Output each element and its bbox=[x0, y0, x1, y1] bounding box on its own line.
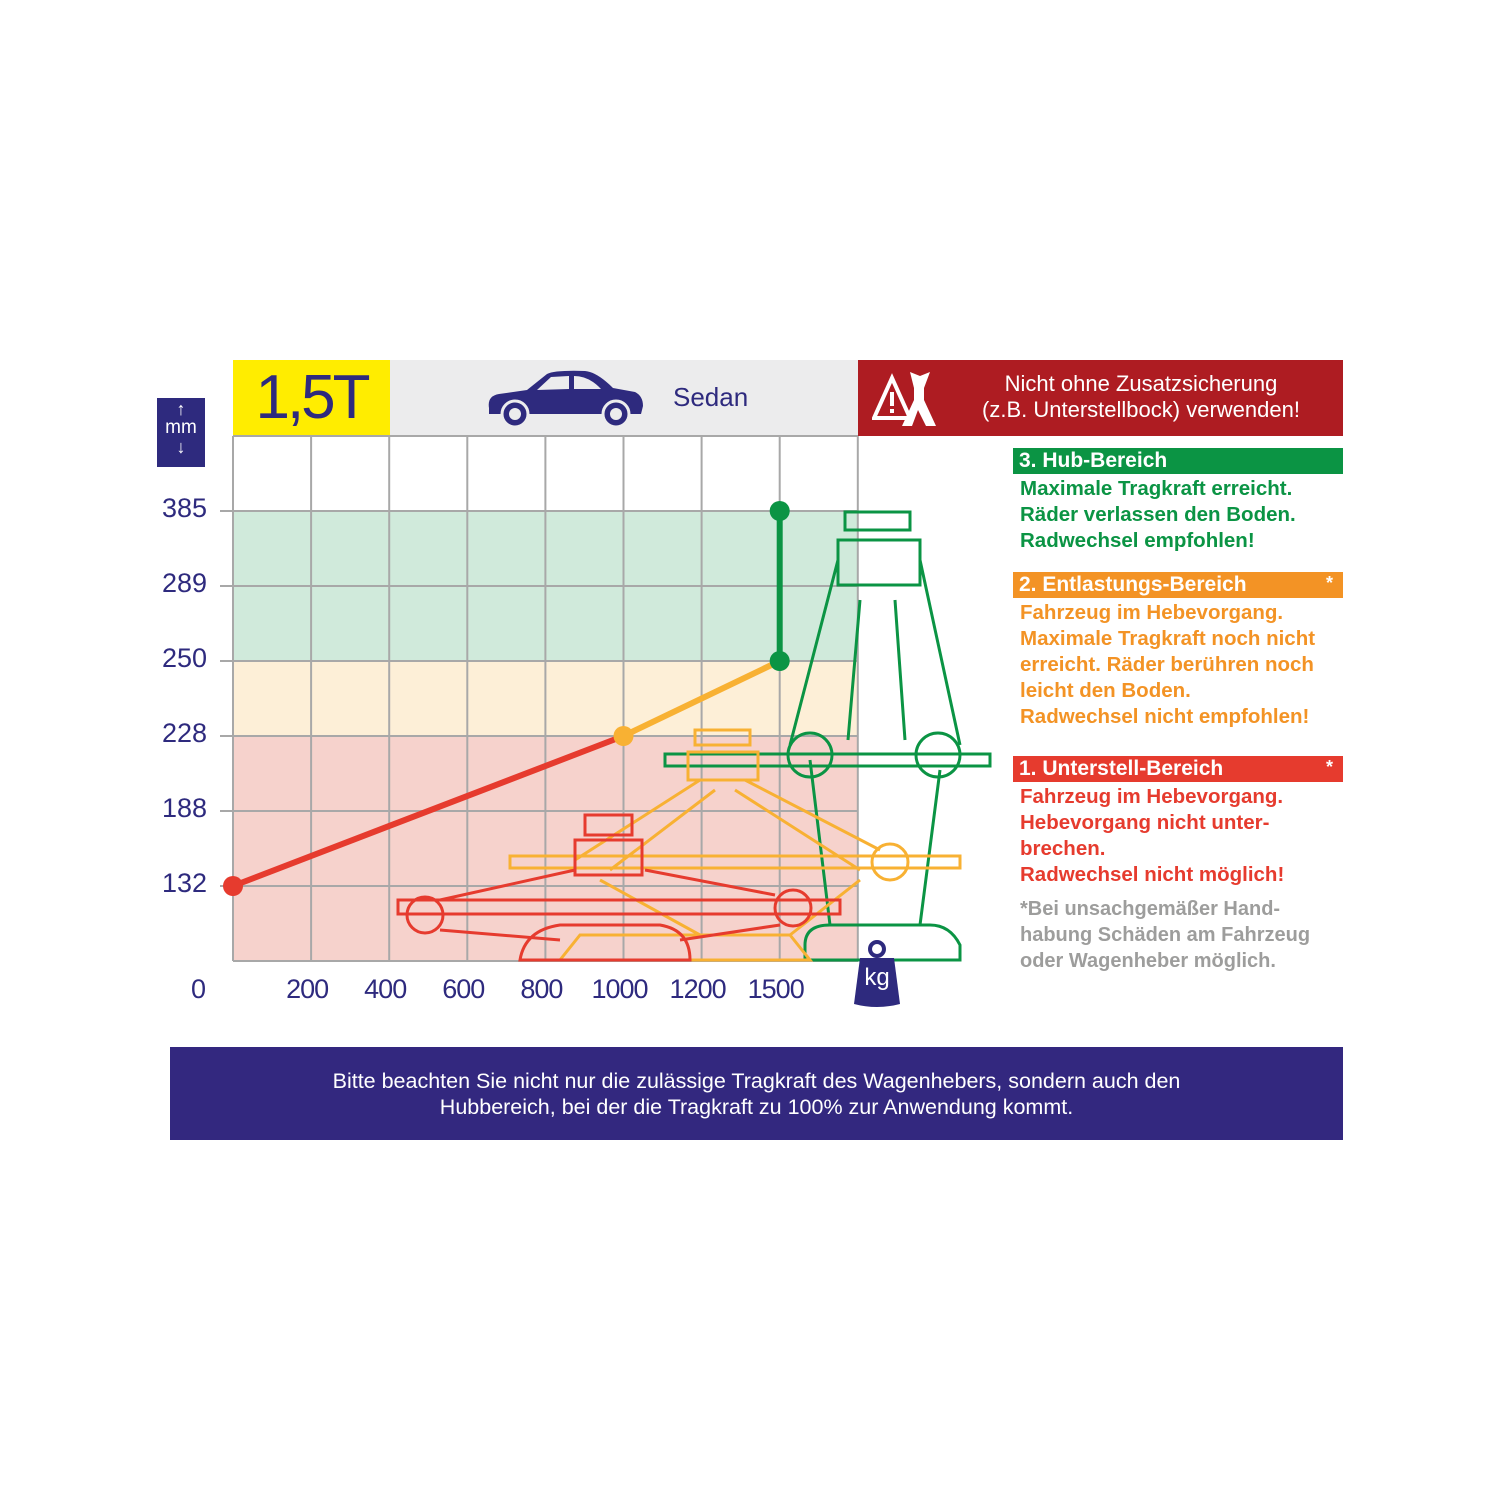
jack-outline bbox=[439, 868, 781, 942]
vehicle-label: Sedan bbox=[673, 382, 749, 412]
section-title: 2. Entlastungs-Bereich bbox=[1019, 573, 1247, 596]
x-tick-label: 400 bbox=[364, 974, 407, 1004]
x-tick-label: 1500 bbox=[747, 974, 805, 1004]
y-tick-label: 289 bbox=[161, 568, 207, 598]
jack-outline bbox=[573, 838, 644, 877]
jack-outline bbox=[686, 750, 760, 782]
jack-outline bbox=[843, 510, 912, 532]
section-line: Hebevorgang nicht unter- bbox=[1020, 811, 1270, 834]
section-line: Fahrzeug im Hebevorgang. bbox=[1020, 785, 1284, 808]
section-description: Maximale Tragkraft erreicht. Räder verlas… bbox=[1020, 476, 1350, 554]
mm-axis-icon: ↑ mm ↓ bbox=[157, 398, 205, 467]
chart-svg bbox=[220, 435, 992, 962]
x-tick-label: 0 bbox=[190, 974, 206, 1004]
banner-line-2: Hubbereich, bei der die Tragkraft zu 100… bbox=[439, 1094, 1074, 1119]
section-description: Fahrzeug im Hebevorgang. Maximale Tragkra… bbox=[1020, 600, 1350, 730]
jack-outline bbox=[870, 842, 910, 882]
section-line: Maximale Tragkraft erreicht. bbox=[1020, 477, 1293, 500]
asterisk-marker: * bbox=[1325, 573, 1333, 593]
kg-label: kg bbox=[864, 964, 890, 991]
section-line: Radwechsel nicht möglich! bbox=[1020, 863, 1285, 886]
jack-outline bbox=[914, 731, 962, 779]
jack-outline bbox=[396, 898, 842, 916]
footnote-line: *Bei unsachgemäßer Hand- bbox=[1020, 898, 1281, 920]
warning-line-1: Nicht ohne Zusatzsicherung bbox=[1004, 371, 1278, 396]
series-segment bbox=[622, 658, 781, 739]
section-line: Räder verlassen den Boden. bbox=[1020, 503, 1296, 526]
footnote: *Bei unsachgemäßer Hand- habung Schäden … bbox=[1020, 896, 1310, 974]
jack-outline bbox=[663, 752, 992, 768]
vehicle-type-panel: Sedan bbox=[390, 360, 858, 436]
series-segment bbox=[231, 733, 625, 889]
x-tick-label: 1200 bbox=[669, 974, 727, 1004]
x-tick-label: 800 bbox=[520, 974, 563, 1004]
jack-outline bbox=[405, 895, 445, 935]
jack-outline bbox=[574, 778, 881, 862]
jack-outline bbox=[846, 599, 907, 741]
jack-outline bbox=[836, 538, 922, 587]
mm-label: mm bbox=[165, 417, 197, 438]
section-line: leicht den Boden. bbox=[1020, 679, 1191, 702]
info-banner: Bitte beachten Sie nicht nur die zulässi… bbox=[170, 1047, 1343, 1140]
car-icon bbox=[488, 370, 643, 428]
section-header: 2. Entlastungs-Bereich * bbox=[1013, 572, 1343, 598]
section-line: Radwechsel empfohlen! bbox=[1020, 529, 1255, 552]
section-header: 1. Unterstell-Bereich * bbox=[1013, 756, 1343, 782]
section-line: Radwechsel nicht empfohlen! bbox=[1020, 705, 1310, 728]
x-tick-label: 600 bbox=[442, 974, 485, 1004]
capacity-label: 1,5T bbox=[233, 360, 390, 436]
jack-outline bbox=[518, 923, 692, 962]
section-header: 3. Hub-Bereich bbox=[1013, 448, 1343, 474]
banner-line-1: Bitte beachten Sie nicht nur die zulässi… bbox=[332, 1068, 1181, 1093]
jack-outline bbox=[508, 854, 962, 870]
section-line: Fahrzeug im Hebevorgang. bbox=[1020, 601, 1284, 624]
jack-outline bbox=[803, 923, 962, 962]
section-line: erreicht. Räder berühren noch bbox=[1020, 653, 1314, 676]
y-tick-label: 228 bbox=[161, 718, 207, 748]
asterisk-marker: * bbox=[1325, 757, 1333, 777]
jack-outline bbox=[599, 878, 861, 937]
footnote-line: oder Wagenheber möglich. bbox=[1020, 950, 1276, 972]
jack-outline bbox=[808, 759, 942, 926]
data-point bbox=[613, 726, 634, 746]
y-tick-label: 188 bbox=[161, 793, 207, 823]
section-title: 1. Unterstell-Bereich bbox=[1019, 757, 1224, 780]
jack-outline bbox=[583, 813, 634, 837]
x-tick-label: 1000 bbox=[591, 974, 648, 1004]
footnote-line: habung Schäden am Fahrzeug bbox=[1020, 924, 1311, 946]
y-tick-label: 385 bbox=[161, 493, 207, 523]
jack-outline bbox=[773, 888, 813, 928]
section-description: Fahrzeug im Hebevorgang. Hebevorgang nich… bbox=[1020, 784, 1350, 888]
warning-jack-stand-icon bbox=[872, 372, 936, 426]
section-title: 3. Hub-Bereich bbox=[1019, 449, 1168, 472]
x-tick-label: 200 bbox=[286, 974, 329, 1004]
data-point bbox=[223, 876, 243, 896]
section-line: Maximale Tragkraft noch nicht bbox=[1020, 627, 1316, 650]
jack-outline bbox=[693, 728, 752, 747]
jack-outline bbox=[788, 559, 962, 746]
y-tick-label: 132 bbox=[161, 868, 207, 898]
y-tick-label: 250 bbox=[161, 643, 207, 673]
data-point bbox=[769, 651, 790, 671]
kg-weight-icon: kg bbox=[854, 940, 900, 1008]
section-line: brechen. bbox=[1020, 837, 1106, 860]
warning-banner: Nicht ohne Zusatzsicherung (z.B. Unterst… bbox=[858, 360, 1343, 436]
warning-line-2: (z.B. Unterstellbock) verwenden! bbox=[982, 397, 1300, 422]
data-point bbox=[769, 501, 790, 521]
jack-outline bbox=[786, 731, 834, 779]
